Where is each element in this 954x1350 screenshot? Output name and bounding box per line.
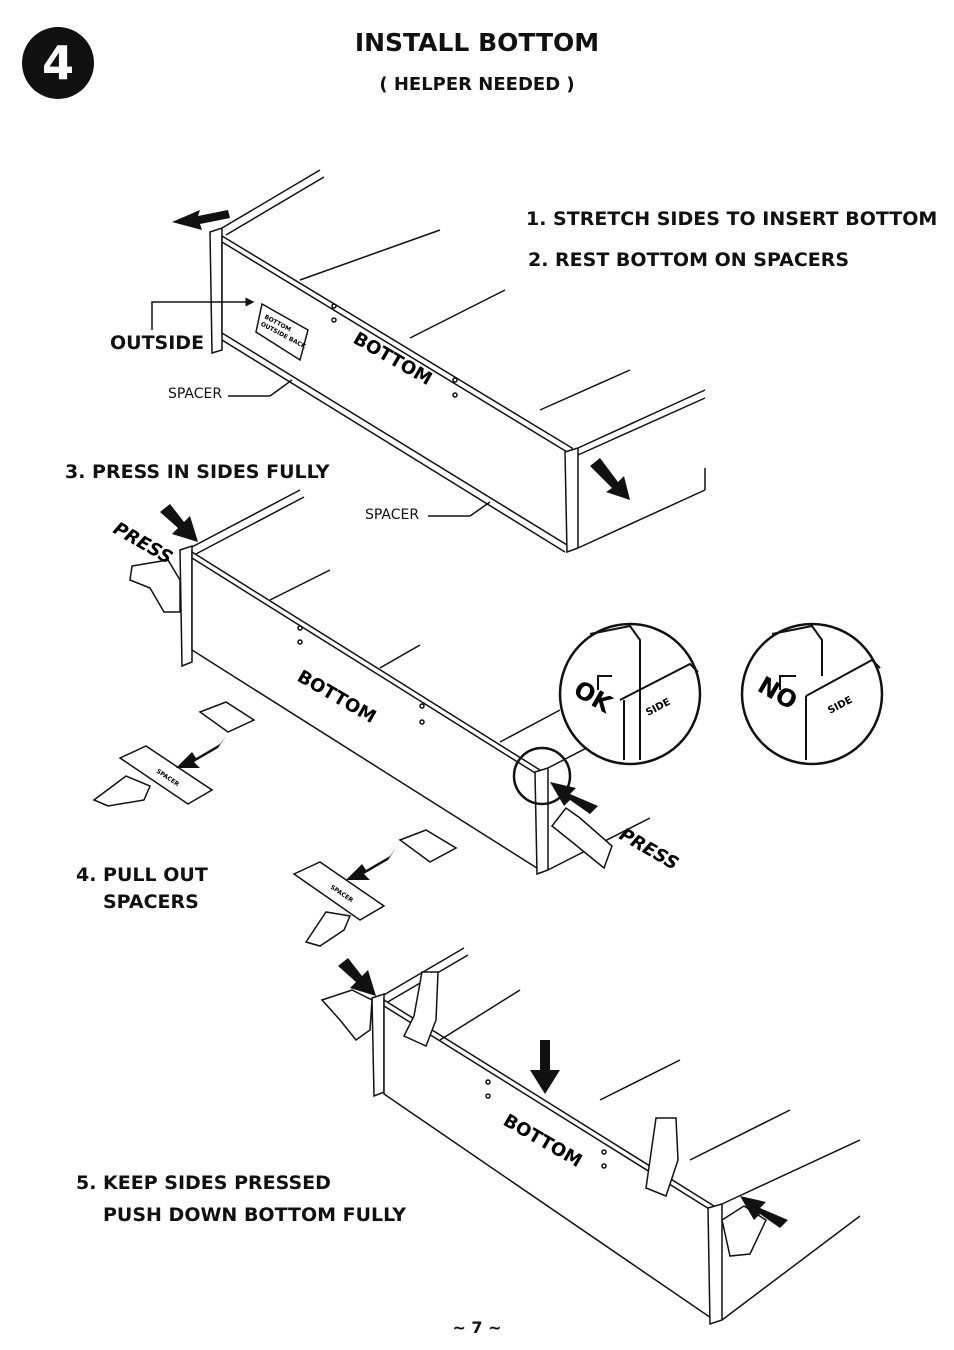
instruction-5-line2: PUSH DOWN BOTTOM FULLY [103,1204,407,1226]
diagram-stretch-sides [151,169,706,554]
spacer-label-1: SPACER [168,386,223,402]
page-subtitle: ( HELPER NEEDED ) [379,74,575,95]
press-label-left: PRESS [110,518,176,569]
detail-ok [558,622,702,766]
instruction-2: 2. REST BOTTOM ON SPACERS [528,249,850,271]
arrow-press-right-icon [550,782,598,814]
page-number: ~ 7 ~ [452,1318,502,1337]
arrow-pull-spacer-1-icon [176,736,226,768]
arrow-left-icon [172,210,230,230]
arrow-pull-spacer-2-icon [346,848,396,880]
outside-label: OUTSIDE [110,332,205,354]
instruction-4-line1: 4. PULL OUT [76,864,208,886]
instruction-5-line1: 5. KEEP SIDES PRESSED [76,1172,331,1194]
arrow-press-left-2-icon [338,958,376,996]
spacer-label-2: SPACER [365,507,420,523]
page-title: INSTALL BOTTOM [354,28,600,57]
arrow-down-right-icon [590,458,630,500]
instruction-4-line2: SPACERS [103,891,199,913]
step-number-badge: 4 [22,27,94,99]
arrow-press-right-2-icon [740,1196,788,1228]
diagram-push-down-bottom [320,947,861,1326]
arrow-press-left-icon [160,504,198,542]
arrow-push-down-icon [530,1040,560,1094]
detail-no [740,622,884,766]
press-label-right: PRESS [616,824,682,875]
diagram-press-sides [92,489,651,947]
instruction-3: 3. PRESS IN SIDES FULLY [65,461,330,483]
instruction-1: 1. STRETCH SIDES TO INSERT BOTTOM [526,208,938,230]
